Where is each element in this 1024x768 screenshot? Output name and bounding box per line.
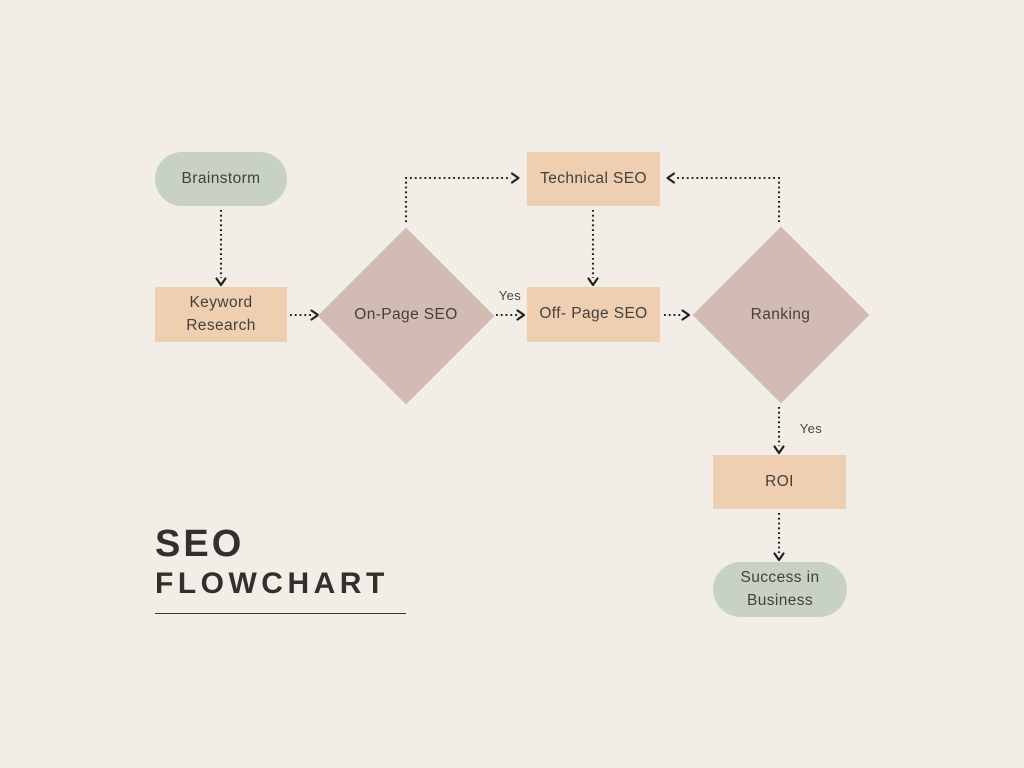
node-technical-seo: Technical SEO [527, 152, 660, 206]
edge-label-yes-onpage-offpage: Yes [498, 288, 522, 303]
node-on-page-seo: On-Page SEO [317, 227, 495, 404]
node-label: Keyword Research [186, 294, 256, 334]
node-keyword-research: Keyword Research [155, 287, 287, 342]
page-title: SEO [155, 523, 245, 565]
arrowhead-down-icon [587, 277, 599, 287]
page-subtitle: FLOWCHART [155, 567, 389, 600]
edge-ranking-technical [675, 176, 781, 222]
arrowhead-down-icon [773, 445, 785, 455]
arrowhead-right-icon [681, 309, 691, 321]
title-underline [155, 613, 406, 614]
node-ranking: Ranking [692, 226, 869, 404]
node-brainstorm: Brainstorm [155, 152, 287, 206]
node-label: Off- Page SEO [539, 305, 648, 323]
arrowhead-down-icon [773, 552, 785, 562]
title-block: SEO FLOWCHART [155, 525, 389, 600]
arrowhead-right-icon [516, 309, 526, 321]
node-label: On-Page SEO [354, 306, 458, 324]
edge-label-yes-ranking-roi: Yes [799, 421, 823, 436]
arrowhead-right-icon [510, 172, 520, 184]
node-label: ROI [765, 472, 794, 490]
node-label: Technical SEO [540, 169, 647, 187]
arrowhead-down-icon [215, 277, 227, 287]
node-label: Brainstorm [181, 169, 261, 187]
node-label: Ranking [750, 305, 811, 323]
node-roi: ROI [713, 455, 846, 509]
arrowhead-left-icon [666, 172, 676, 184]
node-off-page-seo: Off- Page SEO [527, 287, 660, 342]
node-success-in-business: Success in Business [713, 562, 847, 617]
node-label: Success in Business [740, 569, 820, 609]
edge-onpage-technical [404, 176, 511, 222]
